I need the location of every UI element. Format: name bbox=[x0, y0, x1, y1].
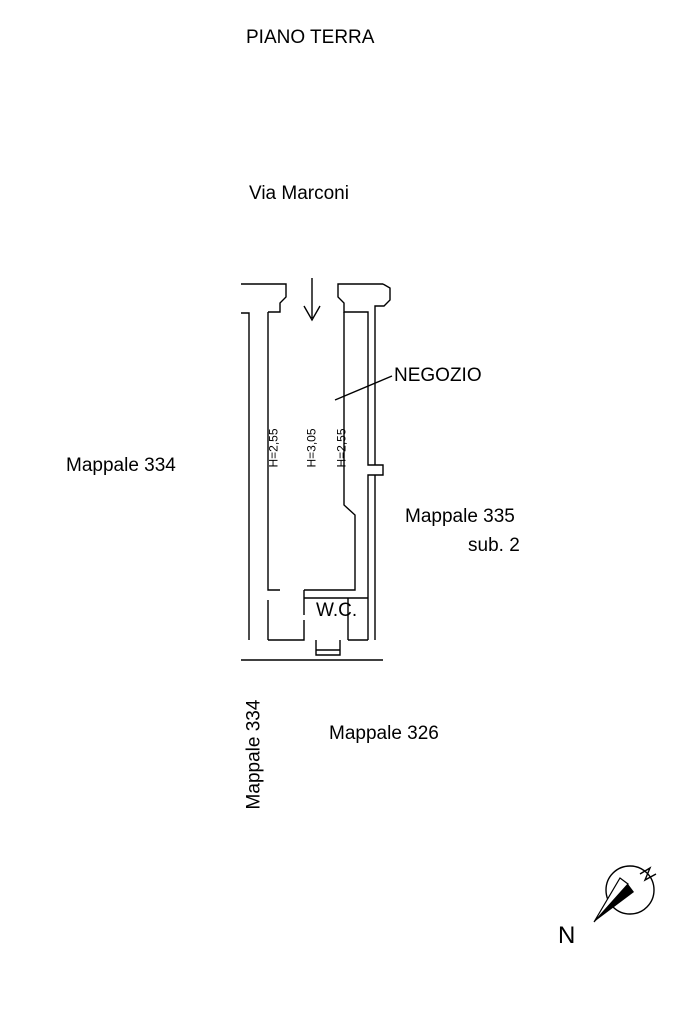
left-facade-cap bbox=[241, 283, 287, 313]
height-label-right: H=2,55 bbox=[334, 428, 349, 468]
left-outer-wall bbox=[241, 312, 250, 640]
room-label: NEGOZIO bbox=[394, 365, 482, 386]
rear-opening bbox=[315, 640, 341, 656]
negozio-leader-line bbox=[334, 375, 393, 401]
neighbor-bottom-label: Mappale 326 bbox=[329, 723, 439, 744]
compass-icon bbox=[593, 866, 657, 923]
compass-north-label: N bbox=[558, 922, 576, 949]
height-label-left: H=2,55 bbox=[266, 428, 281, 468]
wc-label: W.C. bbox=[316, 600, 358, 621]
neighbor-right-sub-label: sub. 2 bbox=[468, 535, 520, 556]
right-inner-wall bbox=[304, 312, 356, 591]
right-facade-cap bbox=[337, 283, 383, 313]
entrance-arrow bbox=[303, 278, 321, 322]
plan-title: PIANO TERRA bbox=[246, 27, 375, 48]
compass-circle bbox=[605, 865, 655, 915]
left-inner-wall bbox=[267, 312, 280, 640]
street-label: Via Marconi bbox=[249, 183, 349, 204]
height-label-center: H=3,05 bbox=[304, 428, 319, 468]
neighbor-left-label: Mappale 334 bbox=[66, 455, 176, 476]
neighbor-right-label: Mappale 335 bbox=[405, 506, 515, 527]
neighbor-bottom-left-vertical-label: Mappale 334 bbox=[243, 699, 265, 810]
right-outer-wall bbox=[355, 311, 384, 640]
wc-partition bbox=[303, 590, 368, 640]
